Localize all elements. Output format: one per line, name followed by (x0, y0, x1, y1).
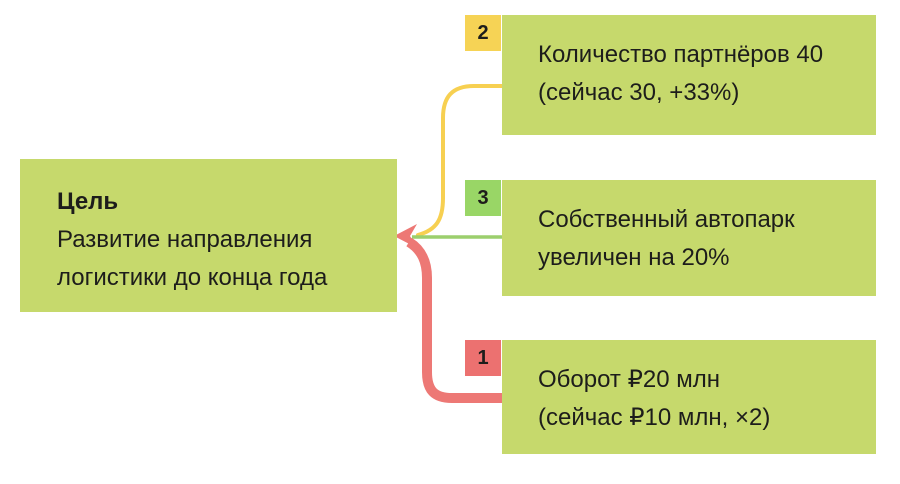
goal-title: Цель (57, 188, 119, 215)
item-partners-line-1: Количество партнёров 40 (538, 41, 824, 68)
item-fleet-line-2: увеличен на 20% (538, 244, 730, 271)
item-revenue-line-2: (сейчас ₽10 млн, ×2) (538, 404, 771, 431)
badge-2: 2 (465, 15, 501, 51)
item-card-fleet: Собственный автопарк увеличен на 20% (502, 180, 876, 296)
goal-text-line-1: Развитие направления (57, 226, 313, 253)
arrowhead-icon (394, 224, 417, 248)
item-card-revenue: Оборот ₽20 млн (сейчас ₽10 млн, ×2) (502, 340, 876, 454)
item-card-partners: Количество партнёров 40 (сейчас 30, +33%… (502, 15, 876, 135)
goal-text-line-2: логистики до конца года (57, 264, 328, 291)
connector-revenue-curve (406, 237, 502, 403)
item-fleet-line-1: Собственный автопарк (538, 206, 795, 233)
item-revenue-line-1: Оборот ₽20 млн (538, 366, 720, 393)
item-partners-line-2: (сейчас 30, +33%) (538, 79, 740, 106)
badge-3: 3 (465, 180, 501, 216)
badge-1: 1 (465, 340, 501, 376)
goal-card: Цель Развитие направления логистики до к… (20, 159, 397, 312)
connector-partners-curve (416, 84, 504, 237)
